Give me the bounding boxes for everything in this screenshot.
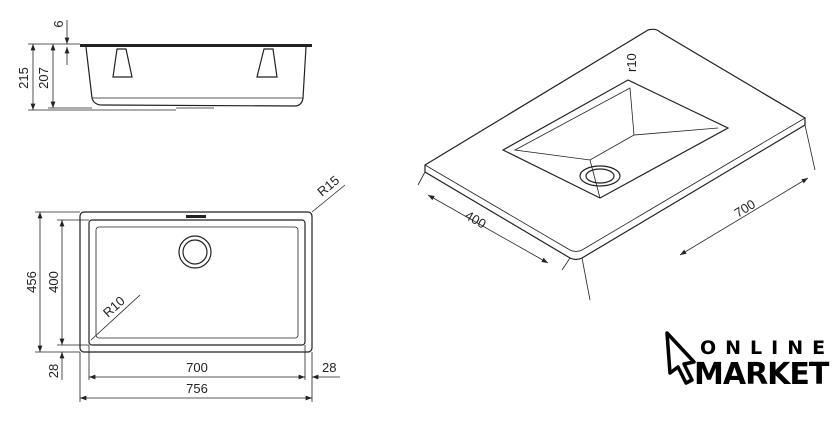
logo-line1: ONLINE bbox=[700, 337, 834, 359]
dim-456: 456 bbox=[24, 271, 39, 293]
dim-700-iso: 700 bbox=[732, 196, 758, 220]
top-view: R15 R10 456 400 28 700 756 28 bbox=[24, 172, 346, 402]
dim-6: 6 bbox=[51, 20, 66, 27]
dim-28-right: 28 bbox=[322, 360, 336, 375]
dim-28-bottom: 28 bbox=[46, 364, 61, 378]
dim-215: 215 bbox=[16, 67, 31, 89]
dim-400: 400 bbox=[46, 271, 61, 293]
dim-r15: R15 bbox=[314, 172, 342, 199]
dim-756: 756 bbox=[186, 381, 208, 396]
iso-view: r10 400 700 bbox=[417, 28, 816, 301]
logo-line2: MARKET bbox=[694, 357, 830, 392]
dim-r10-iso: r10 bbox=[624, 53, 639, 72]
dim-207: 207 bbox=[36, 67, 51, 89]
dim-400-iso: 400 bbox=[463, 208, 489, 232]
dim-700: 700 bbox=[186, 360, 208, 375]
online-market-logo: ONLINE MARKET bbox=[665, 331, 834, 392]
cursor-icon bbox=[665, 331, 696, 385]
side-view: 215 207 6 bbox=[16, 20, 312, 111]
dim-r10: R10 bbox=[100, 293, 128, 320]
